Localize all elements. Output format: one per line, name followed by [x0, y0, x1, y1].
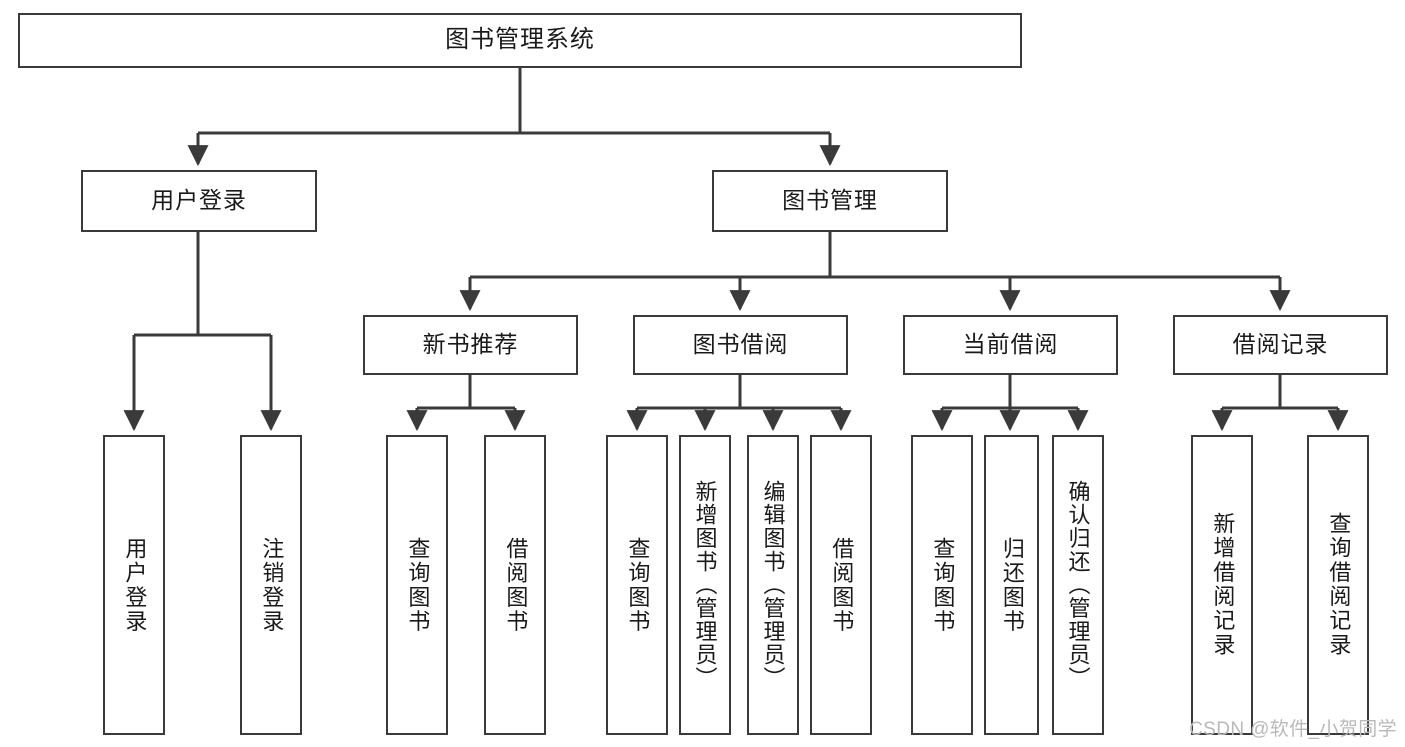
node-current-borrow-label: 当前借阅 — [962, 331, 1059, 358]
leaf-cb-query-book-label: 查询图书 — [930, 536, 956, 634]
leaf-br-query-record-label: 查询借阅记录 — [1326, 512, 1352, 658]
leaf-logout[interactable]: 注销登录 — [240, 435, 302, 735]
leaf-bb-borrow-book[interactable]: 借阅图书 — [810, 435, 872, 735]
leaf-br-query-record[interactable]: 查询借阅记录 — [1307, 435, 1369, 735]
leaf-bb-add-book-admin-label: 新增图书（管理员） — [692, 480, 718, 690]
leaf-bb-edit-book-admin-label: 编辑图书（管理员） — [760, 480, 786, 690]
leaf-bb-query-book-label: 查询图书 — [625, 536, 651, 634]
leaf-user-login-label: 用户登录 — [122, 536, 148, 634]
leaf-nb-query-book[interactable]: 查询图书 — [386, 435, 448, 735]
node-user-login-label: 用户登录 — [151, 187, 247, 214]
node-book-manage-label: 图书管理 — [782, 187, 878, 214]
node-book-borrow[interactable]: 图书借阅 — [633, 315, 848, 375]
leaf-nb-query-book-label: 查询图书 — [405, 536, 431, 634]
leaf-bb-add-book-admin[interactable]: 新增图书（管理员） — [679, 435, 731, 735]
node-new-book-recommend-label: 新书推荐 — [422, 331, 519, 358]
node-root-system-label: 图书管理系统 — [445, 26, 595, 54]
node-user-login[interactable]: 用户登录 — [81, 170, 317, 232]
leaf-bb-borrow-book-label: 借阅图书 — [829, 536, 855, 634]
leaf-bb-edit-book-admin[interactable]: 编辑图书（管理员） — [747, 435, 799, 735]
leaf-cb-confirm-return-admin[interactable]: 确认归还（管理员） — [1052, 435, 1104, 735]
leaf-cb-return-book-label: 归还图书 — [999, 536, 1025, 634]
node-borrow-record[interactable]: 借阅记录 — [1173, 315, 1388, 375]
leaf-bb-query-book[interactable]: 查询图书 — [606, 435, 668, 735]
watermark: CSDN @软件_小贺同学 — [1189, 719, 1397, 740]
leaf-br-add-record-label: 新增借阅记录 — [1210, 512, 1236, 658]
leaf-logout-label: 注销登录 — [259, 536, 285, 634]
node-current-borrow[interactable]: 当前借阅 — [903, 315, 1118, 375]
leaf-nb-borrow-book[interactable]: 借阅图书 — [484, 435, 546, 735]
node-new-book-recommend[interactable]: 新书推荐 — [363, 315, 578, 375]
node-root-system[interactable]: 图书管理系统 — [18, 13, 1022, 68]
leaf-cb-return-book[interactable]: 归还图书 — [984, 435, 1039, 735]
leaf-br-add-record[interactable]: 新增借阅记录 — [1191, 435, 1253, 735]
leaf-cb-query-book[interactable]: 查询图书 — [911, 435, 973, 735]
node-book-manage[interactable]: 图书管理 — [712, 170, 948, 232]
node-book-borrow-label: 图书借阅 — [692, 331, 789, 358]
leaf-cb-confirm-return-admin-label: 确认归还（管理员） — [1065, 480, 1091, 690]
node-borrow-record-label: 借阅记录 — [1232, 331, 1329, 358]
leaf-nb-borrow-book-label: 借阅图书 — [503, 536, 529, 634]
leaf-user-login[interactable]: 用户登录 — [103, 435, 165, 735]
